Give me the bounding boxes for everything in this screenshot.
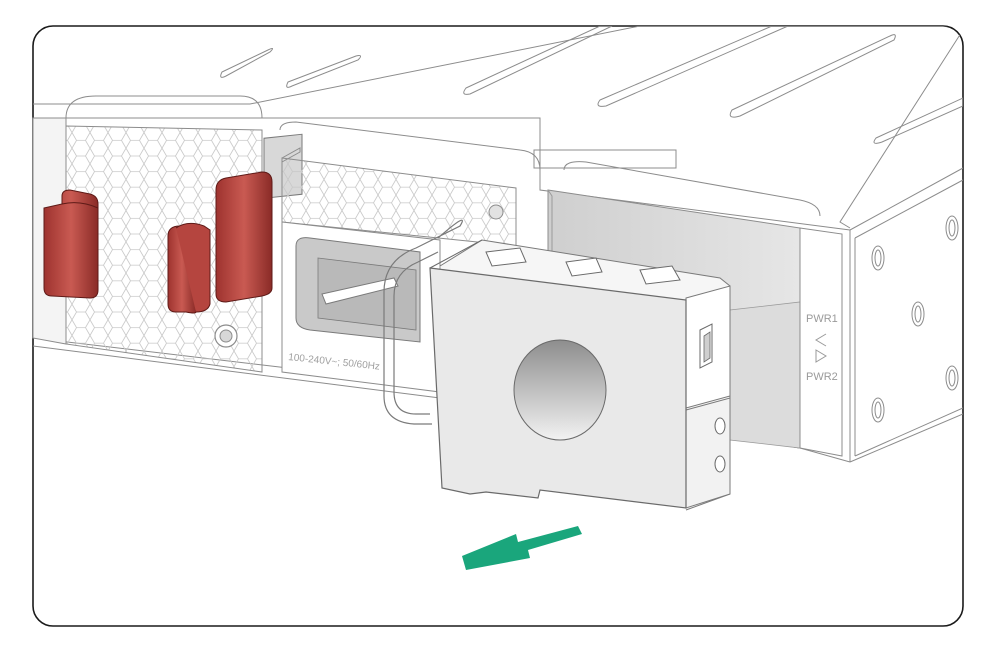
arrow-icon	[462, 526, 582, 570]
triangle-right-icon	[815, 349, 827, 363]
screw-icon	[714, 417, 726, 435]
middle-psu-slot: 100-240V~; 50/60Hz	[281, 147, 517, 393]
module-handle-inner	[383, 219, 463, 425]
chassis-top	[33, 26, 963, 229]
pwr1-label: PWR1	[806, 313, 838, 325]
cable-hole	[513, 339, 607, 441]
side-panel-holes	[871, 215, 959, 423]
front-top-edge	[33, 117, 851, 231]
screw-icon	[488, 204, 504, 220]
psu-bay-top	[65, 95, 263, 119]
red-latches	[43, 133, 303, 314]
label-area	[533, 149, 677, 169]
power-module-cover	[429, 239, 731, 511]
top-vents	[220, 26, 963, 144]
triangle-left-icon	[815, 333, 827, 347]
pwr2-label: PWR2	[806, 371, 838, 383]
screw-icon	[714, 455, 726, 473]
module-handle-outer	[393, 251, 439, 415]
